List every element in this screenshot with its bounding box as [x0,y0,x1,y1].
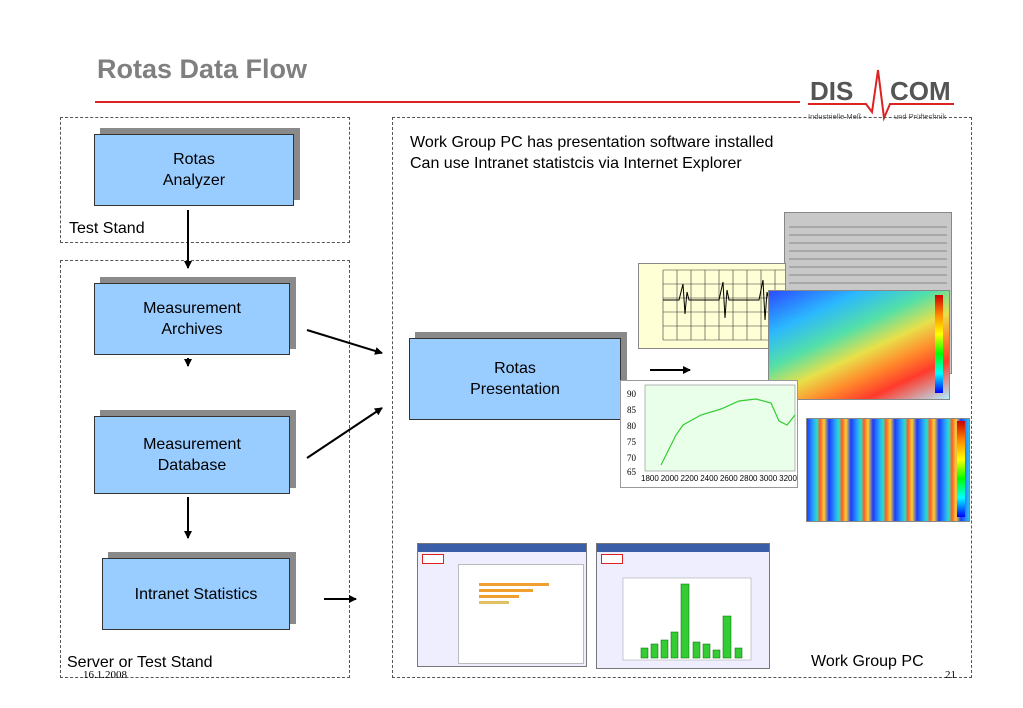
y-tick: 65 [627,467,636,477]
node-label-line1: Intranet Statistics [134,585,258,603]
arrow-archives-to-presentation [306,329,383,355]
discom-mini-logo-icon [601,554,623,564]
node-label-line2: Database [157,457,227,474]
x-tick: 1800 [641,474,659,483]
node-label-line2: Archives [161,321,223,338]
arrow-database-to-presentation [306,407,383,459]
test-stand-label: Test Stand [69,220,145,237]
logo-left-text: DIS [810,76,853,106]
browser-titlebar [597,544,769,552]
node-label-line1: Rotas [494,360,536,377]
statistics-bar-graphic [622,577,752,661]
x-tick: 3000 [759,474,778,483]
protocol-table-graphic [789,226,947,292]
page-title: Rotas Data Flow [97,54,308,84]
colorbar-icon [957,421,965,517]
server-or-test-stand-label: Server or Test Stand [67,654,213,671]
y-tick: 80 [627,421,636,431]
order-curve-chart [644,384,796,472]
note-line-1: Work Group PC has presentation software … [410,134,774,151]
page-number: 21 [945,669,956,681]
report-panel [458,564,584,664]
node-label-line2: Presentation [470,381,560,398]
intranet-statistics-node: Intranet Statistics [102,558,290,630]
discom-logo-graphic: DIS COM Industrielle Meß - und Prüftechn… [808,69,954,122]
x-ticks: 1800 2000 2200 2400 2600 2800 3000 3200 [641,474,797,483]
y-tick: 85 [627,405,636,415]
node-label-line1: Rotas [173,151,215,168]
logo-right-text: COM [890,76,951,106]
discom-mini-logo-icon [422,554,444,564]
waterfall-spectrogram-thumbnail [768,290,950,400]
x-tick: 2000 [660,474,679,483]
browser-titlebar [418,544,586,552]
footer-date: 16.1.2008 [83,669,127,681]
order-curve-chart-thumbnail: 90 85 80 75 70 65 1800 2000 2200 2400 26… [620,380,798,488]
test-stand-group [60,117,350,243]
y-tick: 90 [627,389,636,399]
campbell-heatmap-thumbnail [806,418,970,522]
node-label-line1: Measurement [143,300,241,317]
x-tick: 2600 [719,474,738,483]
intranet-statistics-bar-chart-screenshot [596,543,770,669]
note-line-2: Can use Intranet statistcis via Internet… [410,155,742,172]
x-tick: 2200 [680,474,699,483]
colorbar-icon [935,295,943,393]
waveform-graphic [662,269,785,341]
x-tick: 3200 [779,474,797,483]
y-tick: 70 [627,453,636,463]
x-tick: 2800 [739,474,758,483]
title-underline [95,101,800,103]
logo-wave-icon [808,69,954,122]
y-tick: 75 [627,437,636,447]
node-label-line1: Measurement [143,436,241,453]
logo-tagline-left: Industrielle Meß - [808,112,866,121]
node-label-line2: Analyzer [162,172,226,189]
x-tick: 2400 [700,474,718,483]
work-group-pc-label: Work Group PC [811,653,924,670]
waveform-thumbnail [638,263,786,349]
discom-logo: DIS COM Industrielle Meß - und Prüftechn… [808,66,956,124]
logo-tagline-right: und Prüftechnik [894,112,946,121]
work-group-pc-group [392,117,972,678]
server-group [60,260,350,678]
intranet-failure-rates-screenshot [417,543,587,667]
